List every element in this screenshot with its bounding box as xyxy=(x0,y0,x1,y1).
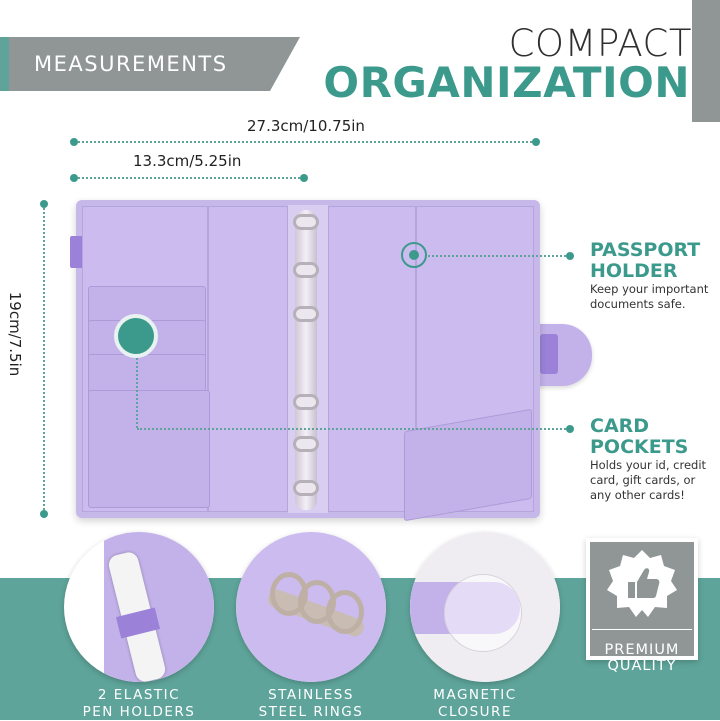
magnetic-closure-label: MAGNETIC CLOSURE xyxy=(385,687,565,721)
pen-holder-photo xyxy=(64,532,214,682)
callout-dot xyxy=(566,425,574,433)
title-compact: COMPACT xyxy=(508,22,692,65)
cards-desc-3: any other cards! xyxy=(590,488,685,502)
cards-title-2: POCKETS xyxy=(590,436,689,458)
corner-decoration xyxy=(692,0,720,122)
pen-elastic xyxy=(70,236,84,268)
ring xyxy=(293,306,319,322)
banner-accent xyxy=(0,37,9,91)
ring xyxy=(293,214,319,230)
card-callout-line xyxy=(137,428,570,430)
total-width-line xyxy=(74,141,536,143)
dim-dot xyxy=(300,174,308,182)
ring xyxy=(293,436,319,452)
badge-line2: QUALITY xyxy=(607,658,677,674)
measurements-banner: MEASUREMENTS xyxy=(0,37,300,91)
badge-line1: PREMIUM xyxy=(604,642,680,658)
half-width-label: 13.3cm/5.25in xyxy=(133,152,242,170)
steel-rings-line1: STAINLESS xyxy=(268,687,354,703)
dim-dot xyxy=(40,510,48,518)
strap-band xyxy=(540,334,558,374)
badge-text: PREMIUM QUALITY xyxy=(586,642,698,674)
passport-desc-2: documents safe. xyxy=(590,297,686,311)
steel-rings-line2: STEEL RINGS xyxy=(258,704,364,720)
steel-rings-label: STAINLESS STEEL RINGS xyxy=(221,687,401,721)
dim-dot xyxy=(70,138,78,146)
measurements-label: MEASUREMENTS xyxy=(34,52,228,76)
magnetic-line2: CLOSURE xyxy=(438,704,512,720)
callout-dot xyxy=(566,252,574,260)
dim-dot xyxy=(70,174,78,182)
passport-title-2: HOLDER xyxy=(590,260,678,282)
magnetic-closure-photo xyxy=(410,532,560,682)
pen-holder-line2: PEN HOLDERS xyxy=(82,704,196,720)
total-width-label: 27.3cm/10.75in xyxy=(247,117,365,135)
ring xyxy=(293,480,319,496)
cards-desc-1: Holds your id, credit xyxy=(590,458,707,472)
cards-desc-2: card, gift cards, or xyxy=(590,473,696,487)
steel-rings-photo xyxy=(236,532,386,682)
card-callout-line xyxy=(136,358,138,428)
thumbs-up-seal-icon xyxy=(607,550,677,617)
pen-holder-line1: 2 ELASTIC xyxy=(97,687,181,703)
ring-mechanism xyxy=(295,210,317,510)
passport-holder-feature: PASSPORT HOLDER Keep your important docu… xyxy=(590,240,720,312)
card-marker-icon xyxy=(114,314,158,358)
passport-desc-1: Keep your important xyxy=(590,282,709,296)
cards-title-1: CARD xyxy=(590,415,650,437)
height-label: 19cm/7.5in xyxy=(6,279,24,389)
passport-callout-line xyxy=(428,255,570,257)
card-pockets-feature: CARD POCKETS Holds your id, credit card,… xyxy=(590,416,720,503)
dim-dot xyxy=(532,138,540,146)
magnetic-line1: MAGNETIC xyxy=(433,687,517,703)
passport-title-1: PASSPORT xyxy=(590,239,701,261)
ring xyxy=(293,394,319,410)
ring xyxy=(293,262,319,278)
pen-holder-label: 2 ELASTIC PEN HOLDERS xyxy=(49,687,229,721)
passport-marker-icon xyxy=(401,242,427,268)
card-pocket xyxy=(88,390,210,508)
left-inner-panel xyxy=(208,206,288,512)
badge-divider xyxy=(592,629,692,630)
height-line xyxy=(43,204,45,514)
half-width-line xyxy=(74,177,304,179)
premium-quality-badge xyxy=(586,538,698,660)
dim-dot xyxy=(40,200,48,208)
title-organization: ORGANIZATION xyxy=(323,58,690,107)
